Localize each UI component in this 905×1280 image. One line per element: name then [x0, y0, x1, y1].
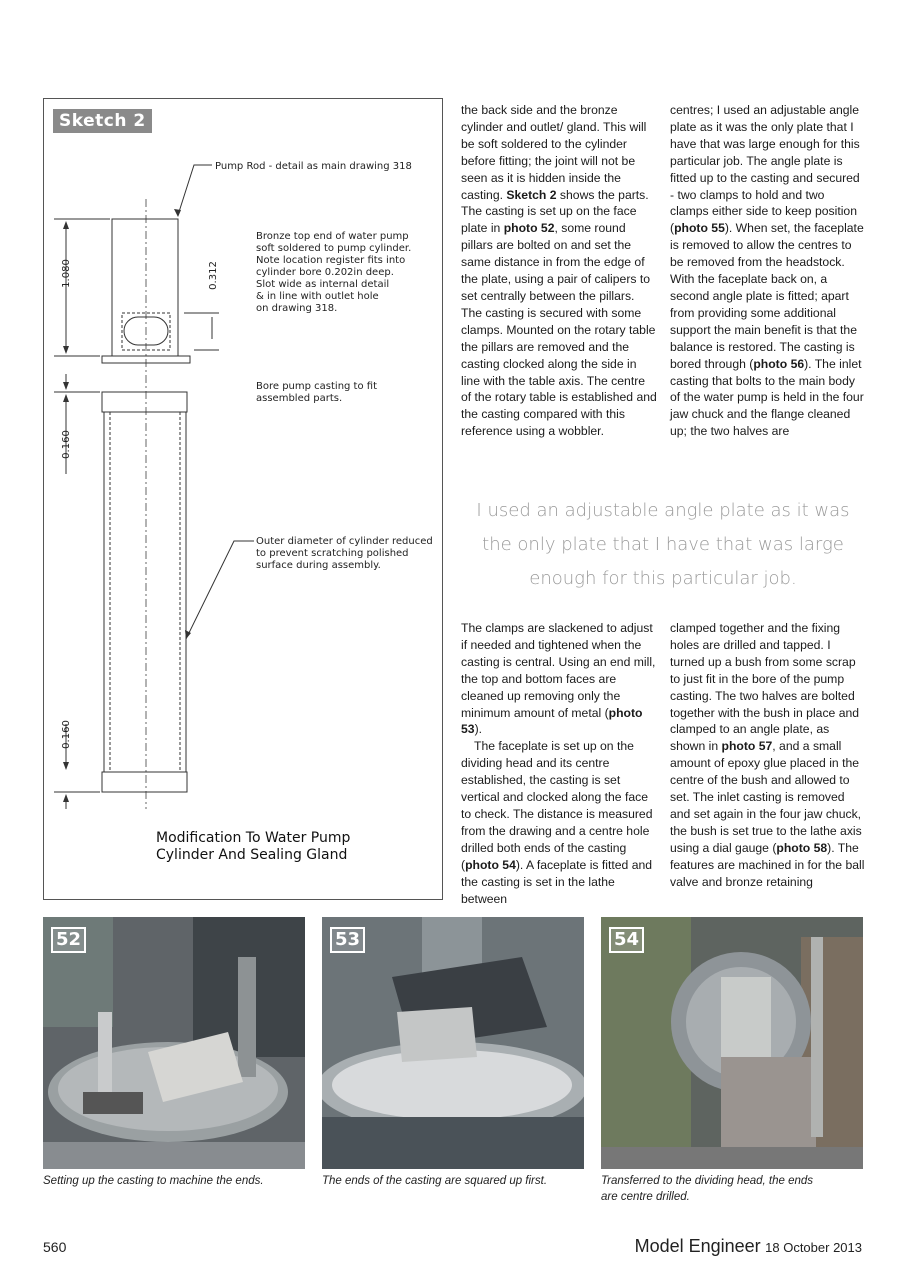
photo-53: 53 [322, 917, 584, 1169]
footer-masthead: Model Engineer 18 October 2013 [635, 1236, 862, 1257]
photo-54: 54 [601, 917, 863, 1169]
magazine-name: Model Engineer [634, 1236, 761, 1256]
sketch-caption: Modification To Water Pump Cylinder And … [156, 830, 351, 863]
dimension-label: 0.160 [60, 430, 72, 459]
text-column-2-top: centres; I used an adjustable angle plat… [670, 103, 864, 439]
photo-53-image [322, 917, 584, 1169]
pull-quote: I used an adjustable angle plate as it w… [476, 500, 850, 589]
photo-number: 54 [609, 927, 645, 953]
photo-52: 52 [43, 917, 305, 1169]
photo-number: 52 [51, 927, 87, 953]
note-pump-rod: Pump Rod - detail as main drawing 318 [215, 161, 412, 172]
photo-caption: Setting up the casting to machine the en… [43, 1175, 264, 1187]
sketch-2-figure: Sketch 2 [43, 98, 443, 900]
text-column-1-bottom: The clamps are slackened to adjust if ne… [461, 621, 656, 906]
note-outer-diameter: Outer diameter of cylinder reduced to pr… [256, 536, 433, 571]
photo-number: 53 [330, 927, 366, 953]
photo-caption: The ends of the casting are squared up f… [322, 1175, 548, 1187]
dimension-label: 0.312 [207, 261, 219, 290]
note-bore: Bore pump casting to fit assembled parts… [256, 381, 377, 404]
pump-cylinder-drawing [54, 164, 254, 809]
text-column-2-bottom: clamped together and the fixing holes ar… [670, 621, 865, 889]
issue-date: 18 October 2013 [765, 1240, 862, 1255]
text-column-1-top: the back side and the bronze cylinder an… [461, 103, 657, 439]
note-bronze-top: Bronze top end of water pump soft solder… [256, 231, 412, 314]
dimension-label: 0.160 [60, 720, 72, 749]
page-number: 560 [43, 1239, 67, 1255]
dimension-label: 1.080 [60, 259, 72, 288]
sketch-title: Sketch 2 [53, 109, 152, 133]
photo-52-image [43, 917, 305, 1169]
photo-54-image [601, 917, 863, 1169]
photo-caption: Transferred to the dividing head, the en… [601, 1175, 814, 1203]
